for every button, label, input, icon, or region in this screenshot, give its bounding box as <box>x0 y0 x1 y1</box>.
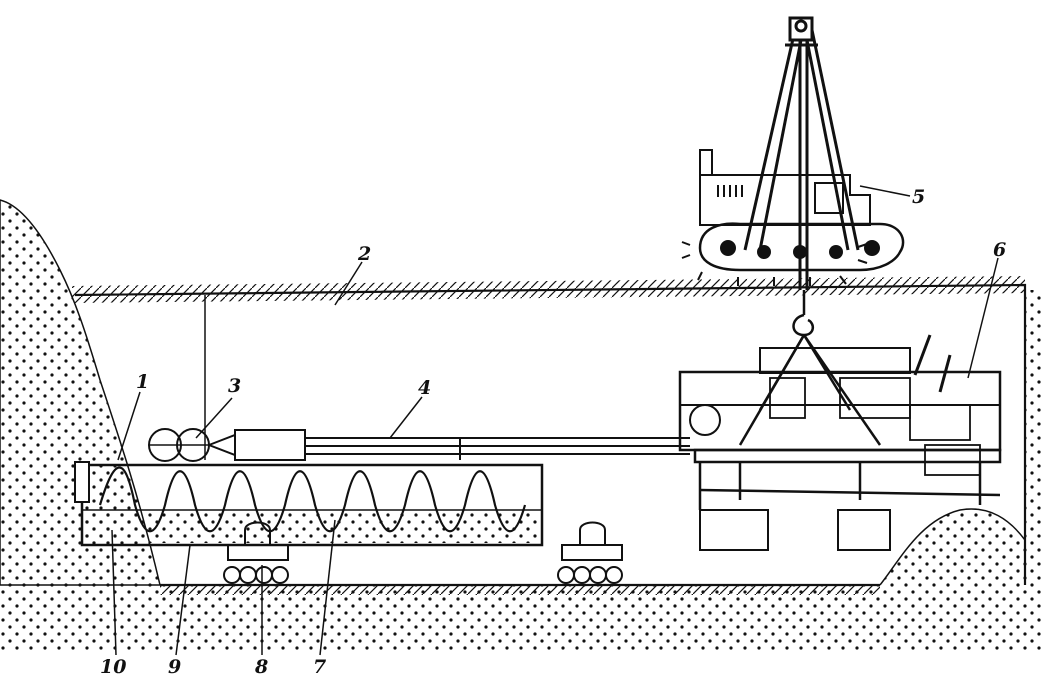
carriage-trolleys <box>223 521 623 584</box>
label-2: 2 <box>357 243 371 265</box>
soil-ground <box>0 199 1042 650</box>
label-9: 9 <box>168 656 181 678</box>
winch-and-rods <box>148 428 690 462</box>
label-1: 1 <box>136 371 149 393</box>
crane-boom <box>743 16 860 290</box>
tunnel-bore <box>72 276 1027 595</box>
boring-machine <box>678 334 1002 551</box>
label-8: 8 <box>254 656 268 678</box>
label-6: 6 <box>993 239 1006 261</box>
callout-labels: 1 2 3 4 5 6 7 8 9 10 <box>100 186 1006 678</box>
crawler-crane <box>681 149 905 286</box>
leader-lines <box>111 185 999 656</box>
label-10: 10 <box>100 656 126 678</box>
label-7: 7 <box>313 656 326 678</box>
label-5: 5 <box>912 186 925 208</box>
label-3: 3 <box>228 375 241 397</box>
label-4: 4 <box>418 377 431 399</box>
auger-casing <box>74 461 544 547</box>
